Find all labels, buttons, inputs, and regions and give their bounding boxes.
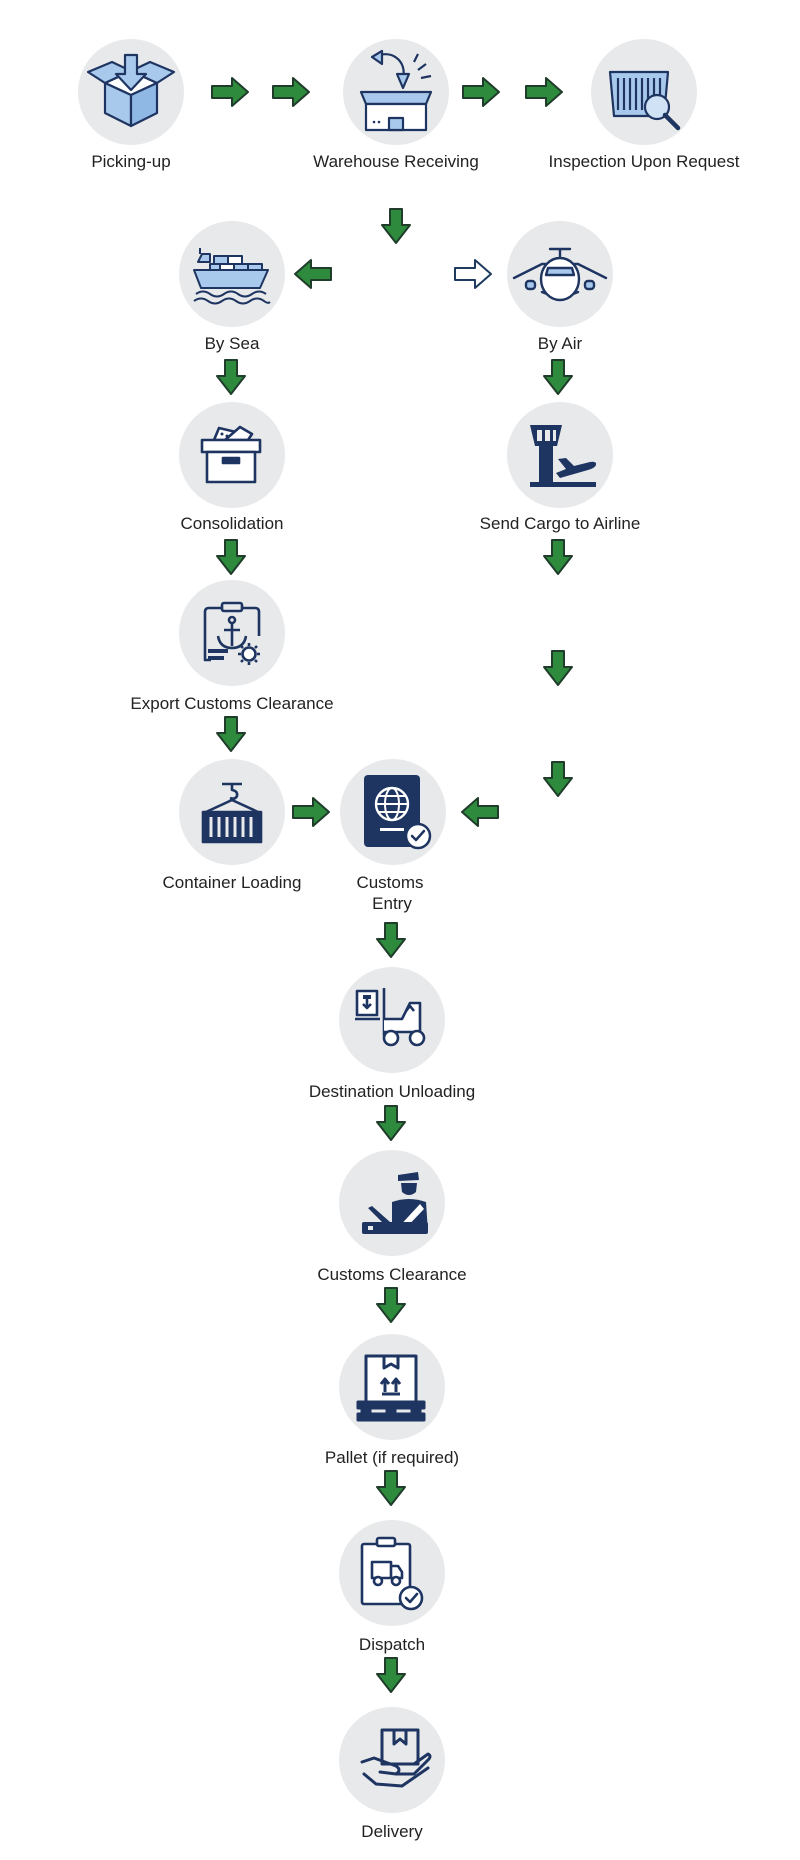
airplane-icon: [512, 247, 608, 302]
node-loading: Container Loading: [163, 759, 302, 892]
node-label: Consolidation: [180, 514, 283, 533]
node-dispatch: Dispatch: [339, 1520, 445, 1654]
open-box-arrow-icon: [86, 53, 176, 128]
node-clearance: Customs Clearance: [317, 1150, 467, 1284]
container-inspection-icon: [608, 70, 681, 131]
truck-clipboard-icon: [360, 1536, 424, 1611]
arrow-warehouse-to-inspection-2: [525, 77, 563, 107]
node-airline: Send Cargo to Airline: [480, 402, 641, 533]
arrow-loading-to-entry: [292, 797, 330, 827]
customs-officer-icon: [362, 1172, 428, 1234]
node-pallet: Pallet (if required): [325, 1334, 459, 1467]
node-air: By Air: [507, 221, 613, 353]
node-export: Export Customs Clearance: [130, 580, 334, 713]
arrow-air-to-airline: [543, 359, 573, 395]
node-label: Export Customs Clearance: [130, 694, 333, 713]
arrow-airline-down-3: [543, 761, 573, 797]
warehouse-box-icon: [359, 49, 433, 132]
node-label: Customs Clearance: [317, 1265, 466, 1284]
node-label: By Air: [538, 334, 583, 353]
arrow-consolidation-to-export: [216, 539, 246, 575]
node-label: Picking-up: [91, 152, 170, 171]
arrow-airline-down-2: [543, 650, 573, 686]
hanging-container-icon: [201, 782, 263, 844]
node-label: Dispatch: [359, 1635, 425, 1654]
node-unloading: Destination Unloading: [309, 967, 475, 1101]
arrow-warehouse-down: [381, 208, 411, 244]
node-label: Delivery: [361, 1822, 423, 1841]
arrow-export-to-loading: [216, 716, 246, 752]
arrow-pallet-to-dispatch: [376, 1470, 406, 1506]
arrow-to-by-air-hollow: [454, 259, 492, 289]
arrow-air-to-entry: [461, 797, 499, 827]
storage-box-icon: [200, 425, 262, 484]
arrow-unloading-to-clearance: [376, 1105, 406, 1141]
node-sea: By Sea: [179, 221, 285, 353]
node-label: Send Cargo to Airline: [480, 514, 641, 533]
node-label: Container Loading: [163, 873, 302, 892]
arrow-dispatch-to-delivery: [376, 1657, 406, 1693]
arrow-pickup-to-warehouse-1: [211, 77, 249, 107]
arrow-sea-to-consolidation: [216, 359, 246, 395]
node-label-line1: Customs: [356, 873, 423, 892]
arrow-pickup-to-warehouse-2: [272, 77, 310, 107]
hand-package-icon: [360, 1728, 432, 1788]
node-entry: Customs Entry: [340, 759, 446, 913]
node-label: Destination Unloading: [309, 1082, 475, 1101]
arrow-warehouse-to-inspection-1: [462, 77, 500, 107]
node-label: Pallet (if required): [325, 1448, 459, 1467]
node-label: Warehouse Receiving: [313, 152, 479, 171]
node-label: Inspection Upon Request: [549, 152, 740, 171]
arrow-to-by-sea: [294, 259, 332, 289]
node-circle: [507, 402, 613, 508]
node-label: By Sea: [205, 334, 260, 353]
node-inspection: Inspection Upon Request: [549, 39, 740, 171]
arrow-clearance-to-pallet: [376, 1287, 406, 1323]
control-tower-icon: [530, 425, 597, 487]
node-consolidation: Consolidation: [179, 402, 285, 533]
node-warehouse: Warehouse Receiving: [313, 39, 479, 171]
passport-check-icon: [364, 775, 432, 850]
arrow-airline-down-1: [543, 539, 573, 575]
node-pickup: Picking-up: [78, 39, 184, 171]
cargo-ship-icon: [193, 248, 271, 305]
node-label-line2: Entry: [372, 894, 412, 913]
anchor-document-icon: [203, 601, 261, 665]
pallet-box-icon: [356, 1354, 426, 1422]
forklift-icon: [355, 988, 426, 1047]
node-delivery: Delivery: [339, 1707, 445, 1841]
arrow-entry-to-unloading: [376, 922, 406, 958]
